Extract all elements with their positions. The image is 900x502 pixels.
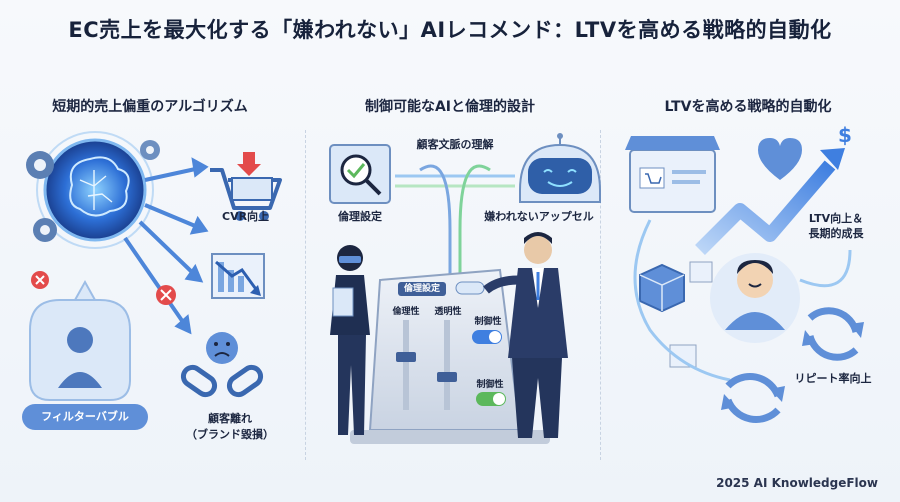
growth-arrow-icon: $ [695,123,852,255]
label-cvr: CVR向上 [222,210,270,223]
shopping-cart-icon [210,152,282,221]
declining-chart-icon [211,253,265,299]
broken-chain-icon [180,364,264,398]
repeat-cycle-icon [721,307,864,423]
label-unhated-upsell: 嫌われないアップセル [484,210,594,223]
flow-curves [633,219,852,382]
red-x-icon [31,271,176,305]
gear-icon [26,140,160,242]
toggle-control-label-2: 制御性 [476,380,504,390]
businessman-icon [483,232,568,438]
heart-icon [758,138,802,180]
arrows-from-brain [123,157,209,335]
divider-left [305,130,306,460]
footer-credit: 2025 AI KnowledgeFlow [716,476,878,490]
filter-bubble-person-icon [29,279,131,401]
panel-heading-ltv: LTVを高める戦略的自動化 [664,99,832,115]
sad-face-icon [206,332,238,364]
label-repeat-rate: リピート率向上 [794,372,872,385]
panel-heading-short-term: 短期的売上偏重のアルゴリズム [52,99,248,115]
ethics-magnifier-icon [329,144,391,204]
slider-ethics-label: 倫理性 [392,307,420,317]
ec-shop-icon [625,136,720,213]
control-panel-header: 倫理設定 [403,284,440,294]
page-title: EC売上を最大化する「嫌われない」AIレコメンド：LTVを高める戦略的自動化 [68,18,832,42]
brain-ai-icon [36,131,154,249]
divider-right [600,130,601,460]
label-ethics-setting: 倫理設定 [338,210,382,223]
label-ltv-2: 長期的成長 [808,227,864,240]
package-box-icon [639,261,713,368]
customer-avatar-icon [710,253,800,343]
robot-icon [519,133,601,203]
label-context-understanding: 顧客文脈の理解 [416,138,494,151]
toggle-control-label: 制御性 [474,317,502,327]
control-panel-machine [350,268,550,444]
filter-bubble-badge: フィルターバブル [22,404,148,430]
label-churn-2: （ブランド毀損） [186,428,274,441]
slider-transparency-label: 透明性 [434,307,462,317]
label-ltv-1: LTV向上＆ [808,212,864,225]
label-churn-1: 顧客離れ [208,412,252,425]
businesswoman-icon [330,245,370,435]
panel-heading-controllable-ai: 制御可能なAIと倫理的設計 [364,99,536,115]
svg-text:$: $ [838,123,852,147]
flow-arrows [395,164,515,290]
